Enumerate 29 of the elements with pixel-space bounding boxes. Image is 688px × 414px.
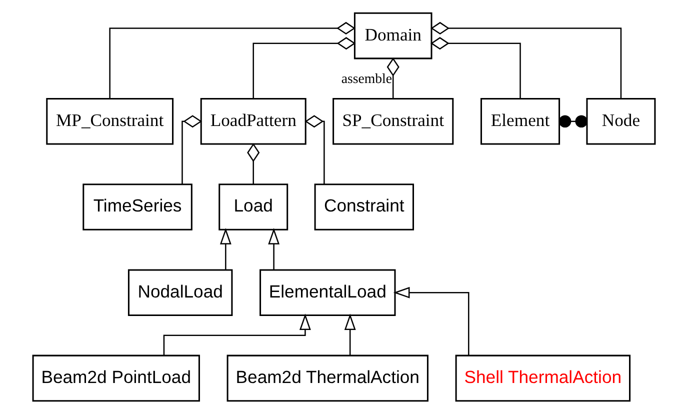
arrow <box>163 314 311 356</box>
node-box: Node <box>586 98 656 145</box>
node-box: Element <box>480 98 560 145</box>
node-box: SP_Constraint <box>332 98 454 145</box>
node-box: Shell ThermalAction <box>455 354 631 402</box>
connector <box>252 37 356 98</box>
node-box: Constraint <box>314 184 414 230</box>
arrow <box>393 286 470 356</box>
connector <box>247 143 260 184</box>
node-box: Load <box>218 184 288 230</box>
connector <box>304 115 325 184</box>
node-box: Domain <box>354 12 432 60</box>
connector <box>430 37 521 98</box>
node-box: MP_Constraint <box>46 98 174 145</box>
connector <box>182 115 202 184</box>
connector <box>430 22 622 98</box>
node-box: LoadPattern <box>200 98 306 145</box>
arrow <box>344 314 356 356</box>
node-box: NodalLoad <box>128 269 233 316</box>
node-box: Beam2d ThermalAction <box>226 354 428 402</box>
connector <box>386 58 400 98</box>
arrow <box>220 228 232 270</box>
node-box: Beam2d PointLoad <box>32 354 200 402</box>
connector <box>558 115 588 128</box>
node-box: ElementalLoad <box>260 269 396 316</box>
connector <box>109 22 356 98</box>
arrow <box>268 228 280 270</box>
node-box: TimeSeries <box>82 184 192 230</box>
edge-label: assemble <box>341 70 392 86</box>
